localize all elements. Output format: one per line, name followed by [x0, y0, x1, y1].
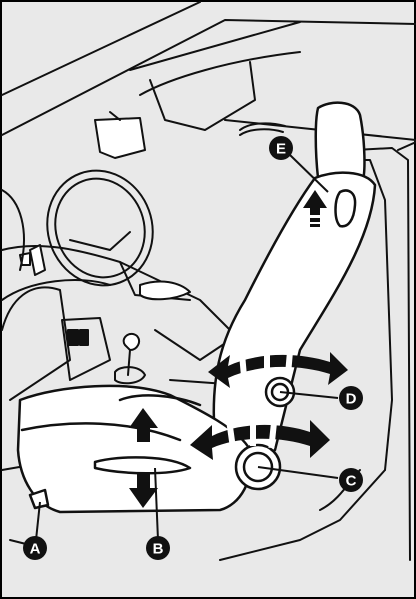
callout-a-label: A — [30, 541, 41, 558]
callout-c: C — [339, 468, 363, 492]
callout-d-label: D — [346, 391, 357, 408]
headrest — [316, 103, 365, 184]
callout-a: A — [23, 536, 47, 560]
callout-b: B — [146, 536, 170, 560]
rear-view-mirror — [95, 118, 145, 158]
callout-c-label: C — [346, 473, 357, 490]
callout-e-label: E — [276, 141, 286, 158]
callout-e: E — [269, 136, 293, 160]
callout-d: D — [339, 386, 363, 410]
lever-e — [336, 191, 356, 227]
callout-b-label: B — [153, 541, 164, 558]
